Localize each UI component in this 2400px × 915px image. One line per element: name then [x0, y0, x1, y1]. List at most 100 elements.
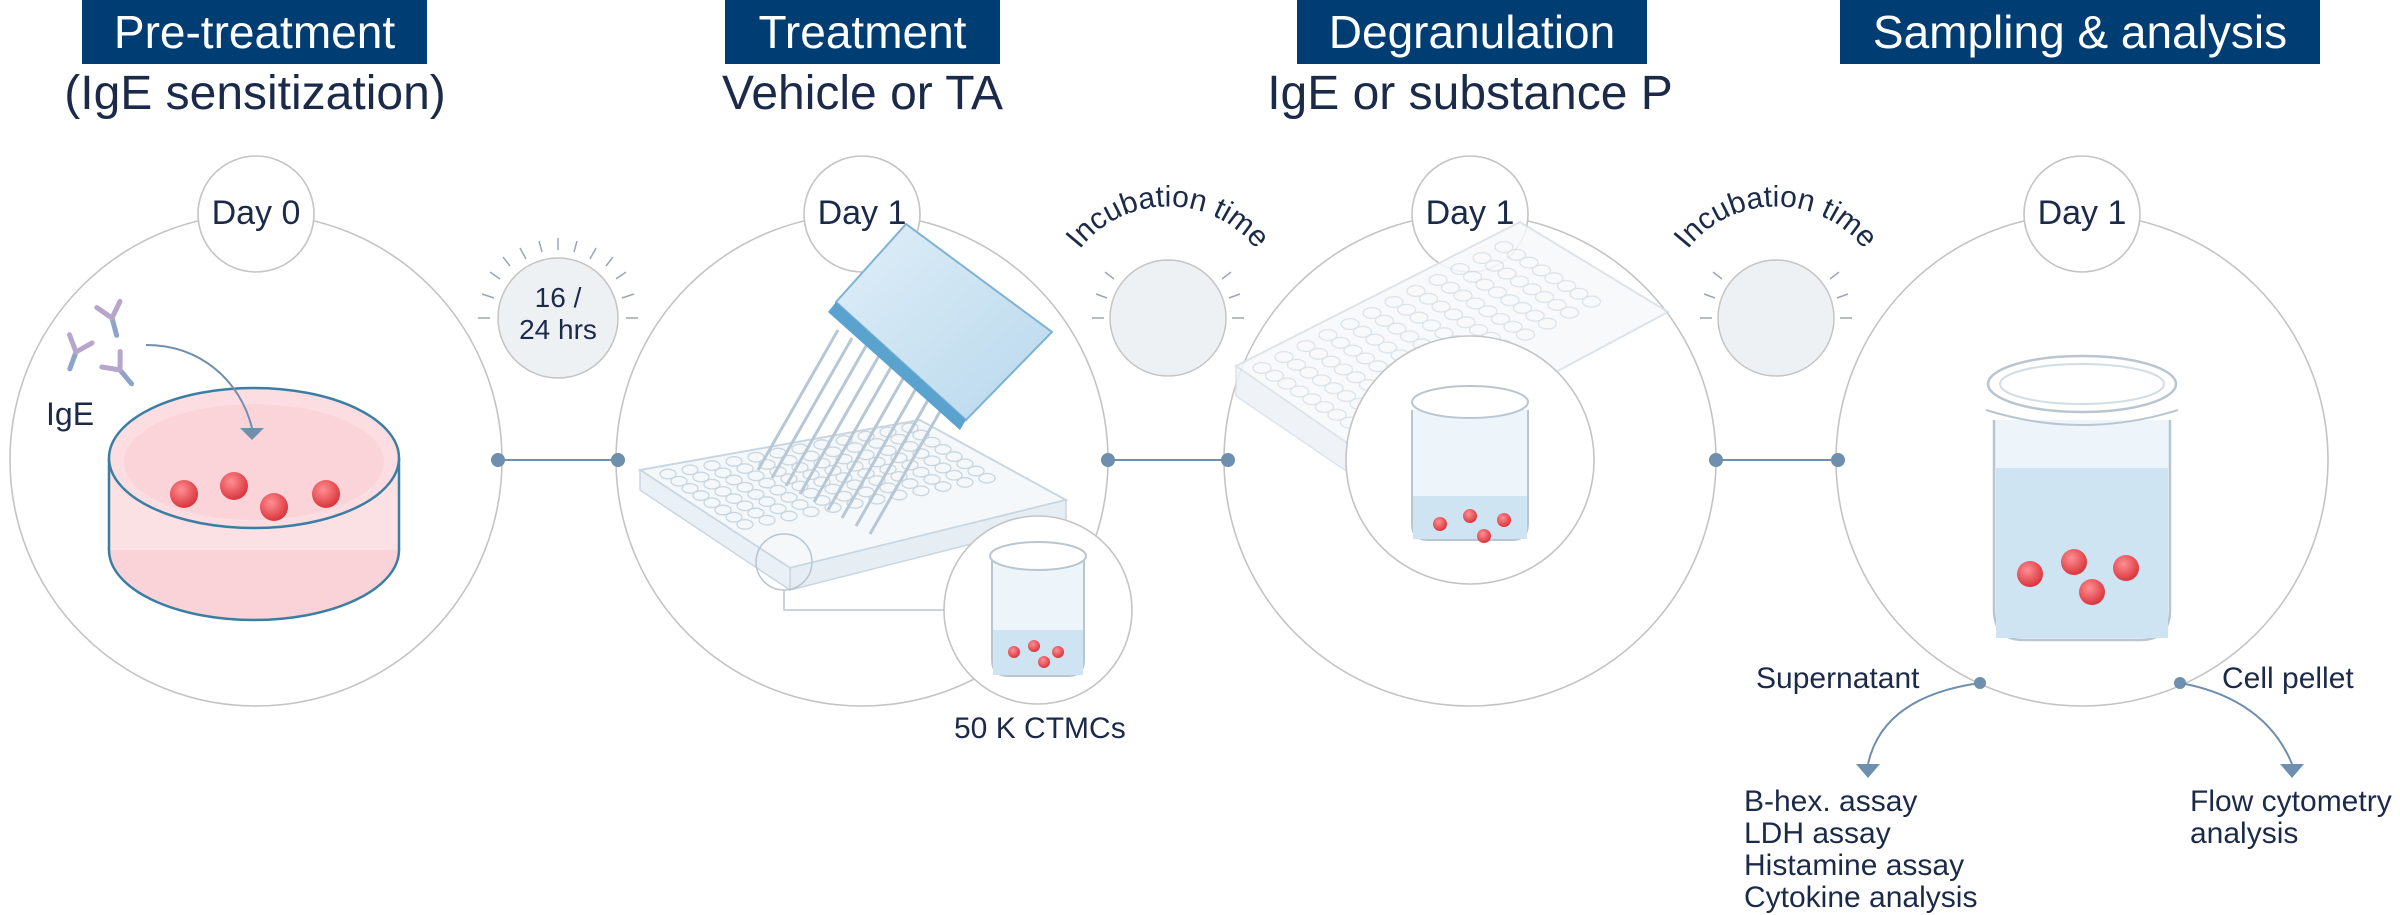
plate-well	[1327, 408, 1347, 421]
plate-well	[1569, 287, 1589, 300]
plate-well	[1559, 306, 1580, 319]
plate-well	[945, 469, 963, 481]
plate-well	[956, 458, 974, 470]
vial-degranulation	[1411, 385, 1529, 543]
plate-well	[736, 518, 754, 530]
plate-well	[978, 472, 996, 484]
plate-well	[912, 448, 930, 460]
plate-well	[747, 470, 765, 482]
petri-dish-illustration	[107, 344, 401, 622]
cell-pellet-assay-list: Flow cytometry analysis	[2190, 786, 2392, 850]
plate-well	[714, 504, 732, 516]
plate-well	[1274, 350, 1294, 364]
plate-well	[846, 497, 864, 509]
plate-well	[912, 429, 930, 441]
plate-well	[912, 466, 930, 478]
plate-well	[879, 463, 897, 475]
stage-header-pretreatment: Pre-treatment	[82, 0, 427, 64]
plate-well	[1421, 319, 1442, 332]
plate-well	[1544, 272, 1564, 285]
plate-well	[1547, 298, 1567, 311]
plate-well	[1409, 311, 1429, 324]
day-bubbles	[197, 155, 2141, 273]
plate-well	[791, 499, 809, 511]
plate-well	[1368, 360, 1388, 373]
plate-well	[813, 439, 831, 451]
plate-well	[934, 481, 952, 493]
plate-well	[1374, 314, 1395, 327]
plate-well	[1497, 267, 1517, 280]
plate-well	[967, 465, 985, 477]
plate-well	[1484, 259, 1505, 272]
plate-well	[692, 490, 710, 502]
plate-well	[692, 471, 710, 483]
plate-well	[934, 462, 952, 474]
plate-well	[1475, 278, 1495, 291]
plate-well	[1302, 393, 1322, 406]
plate-well	[1428, 273, 1448, 287]
plate-well	[1336, 389, 1357, 403]
plate-well	[1362, 306, 1382, 320]
plate-well	[714, 485, 732, 497]
assay-item: analysis	[2190, 817, 2299, 850]
plate-well	[1308, 347, 1329, 360]
plate-well	[1472, 251, 1492, 265]
plate-well	[747, 507, 765, 519]
plate-well	[923, 473, 941, 485]
plate-well	[681, 464, 699, 476]
stage-header-degranulation: Degranulation	[1297, 0, 1647, 64]
sample-jar	[1985, 354, 2179, 642]
plate-well	[1512, 301, 1533, 315]
plate-well	[1321, 355, 1341, 368]
plate-well	[1352, 325, 1373, 338]
assay-item: Cytokine analysis	[1744, 881, 1978, 914]
plate-well	[1399, 330, 1420, 343]
plate-well	[1355, 352, 1376, 365]
plate-well	[725, 474, 743, 486]
plate-well	[1296, 339, 1316, 353]
plate-well	[769, 484, 787, 496]
connector-lines	[491, 453, 1845, 467]
plate-well	[835, 453, 853, 465]
day-label-stage3: Day 1	[1425, 194, 1515, 232]
plate-well	[736, 500, 754, 512]
plate-well	[1525, 309, 1545, 322]
plate-well	[1503, 320, 1523, 333]
supernatant-label: Supernatant	[1756, 662, 1920, 695]
plate-well	[780, 491, 798, 503]
plate-well	[758, 496, 776, 508]
assay-item: LDH assay	[1744, 817, 1891, 850]
timer-text-line1: 16 /	[534, 282, 582, 313]
plate-well	[1440, 281, 1461, 294]
vial-small	[989, 541, 1087, 677]
plate-well	[725, 493, 743, 505]
day-label-stage2: Day 1	[817, 194, 907, 232]
plate-well	[736, 481, 754, 493]
plate-well	[1384, 295, 1404, 309]
ige-label: IgE	[46, 396, 95, 432]
plate-well	[758, 477, 776, 489]
plate-well	[1534, 290, 1555, 304]
plate-well	[703, 478, 721, 490]
plate-well	[1443, 308, 1464, 321]
plate-well	[868, 493, 886, 505]
assay-item: Histamine assay	[1744, 849, 1965, 882]
plate-well	[736, 463, 754, 475]
plate-well	[1531, 264, 1552, 277]
plate-well	[912, 485, 930, 497]
plate-well	[1490, 312, 1511, 326]
plate-well	[758, 514, 776, 526]
assay-item: Flow cytometry	[2190, 785, 2392, 818]
plate-well	[1387, 322, 1407, 335]
incubation-label-1: Incubation time	[1060, 180, 1276, 254]
plate-well	[670, 475, 688, 487]
plate-well	[934, 443, 952, 455]
plate-well	[846, 479, 864, 491]
plate-well	[1581, 295, 1602, 308]
plate-well	[703, 460, 721, 472]
plate-well	[714, 467, 732, 479]
plate-well	[1264, 369, 1285, 382]
plate-well	[1343, 344, 1363, 357]
plate-well	[1431, 300, 1451, 313]
